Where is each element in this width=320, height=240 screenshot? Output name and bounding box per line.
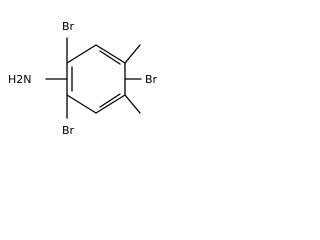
ring-bond: [95, 44, 126, 64]
amine-label: H2N: [8, 73, 32, 86]
ring-bond: [95, 94, 126, 114]
br-right-label: Br: [145, 73, 158, 86]
methyl-top-bond: [124, 44, 141, 64]
ring-double-bond: [99, 93, 121, 108]
br-top-label: Br: [62, 20, 75, 33]
molecule-structure: H2N Br Br Br: [8, 20, 158, 137]
substituent-bonds: [45, 37, 142, 119]
methyl-bottom-bond: [124, 94, 141, 114]
ring-bond: [66, 44, 97, 64]
ring-double-bond: [99, 50, 121, 65]
br-bottom-label: Br: [62, 124, 75, 137]
ring-bond: [66, 94, 97, 114]
benzene-ring: [66, 44, 126, 114]
